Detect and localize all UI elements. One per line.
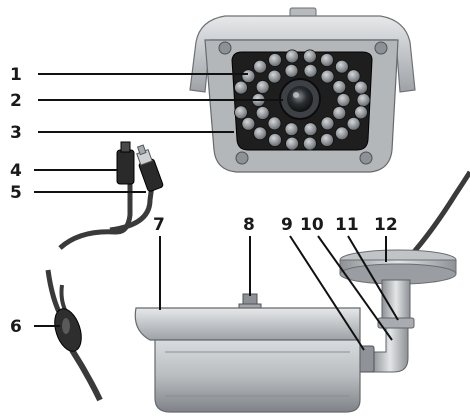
ir-led-icon — [234, 105, 248, 120]
ir-led-icon — [268, 53, 282, 67]
cable-assembly — [45, 269, 103, 402]
callout-6: 6 — [10, 317, 22, 337]
screw-icon — [374, 41, 388, 55]
callout-labels: 1 2 3 4 5 6 7 8 9 10 11 12 — [10, 65, 398, 337]
ir-led-icon — [268, 133, 282, 147]
ir-led-icon — [320, 133, 334, 147]
video-power-cables — [58, 141, 164, 250]
callout-5: 5 — [10, 183, 22, 203]
ir-led-icon — [334, 59, 349, 74]
callout-11: 11 — [335, 215, 359, 235]
callout-10: 10 — [300, 215, 324, 235]
ir-led-icon — [336, 93, 351, 107]
leader-line-9 — [289, 235, 365, 351]
ir-led-icon — [253, 126, 268, 141]
ir-led-array — [234, 49, 371, 151]
callout-9: 9 — [281, 215, 293, 235]
screw-icon — [235, 151, 249, 165]
ir-led-icon — [241, 116, 256, 131]
ir-led-icon — [346, 116, 361, 131]
callout-7: 7 — [153, 215, 165, 235]
ir-led-icon — [302, 49, 317, 64]
ir-led-icon — [332, 80, 347, 94]
ir-led-icon — [285, 136, 300, 151]
callout-8: 8 — [243, 215, 255, 235]
ir-led-icon — [255, 80, 270, 94]
screw-icon — [359, 151, 373, 165]
ir-led-icon — [253, 59, 268, 74]
ir-led-icon — [241, 69, 256, 84]
wall-bracket — [339, 170, 470, 373]
callout-3: 3 — [10, 123, 22, 143]
ir-led-icon — [320, 116, 335, 131]
ir-led-icon — [303, 122, 318, 137]
ir-led-icon — [303, 63, 318, 78]
callout-1: 1 — [10, 65, 22, 85]
ir-led-icon — [267, 69, 282, 84]
camera-side-view — [134, 293, 361, 413]
lens-glass — [287, 86, 313, 112]
screw-icon — [218, 41, 232, 55]
ir-led-icon — [267, 116, 282, 131]
leader-line-11 — [347, 235, 399, 321]
ir-led-icon — [320, 69, 335, 84]
ir-led-icon — [284, 122, 299, 137]
ir-led-icon — [356, 93, 371, 107]
ir-led-icon — [284, 63, 299, 78]
ir-led-icon — [332, 106, 347, 120]
callout-4: 4 — [10, 161, 22, 181]
ir-led-icon — [320, 53, 334, 67]
ir-led-icon — [334, 126, 349, 141]
leader-lines — [34, 73, 399, 351]
ir-led-icon — [285, 49, 300, 64]
power-connector-icon — [116, 149, 135, 185]
ir-led-icon — [354, 105, 368, 120]
camera-front-view — [189, 7, 416, 173]
ir-led-icon — [302, 136, 317, 151]
bnc-connector-icon — [136, 144, 164, 192]
ir-led-icon — [234, 80, 248, 95]
ir-led-icon — [255, 106, 270, 120]
callout-12: 12 — [374, 215, 398, 235]
ir-led-icon — [354, 80, 368, 95]
ir-led-icon — [346, 69, 361, 84]
leader-line-10 — [317, 235, 393, 341]
callout-2: 2 — [10, 91, 22, 111]
